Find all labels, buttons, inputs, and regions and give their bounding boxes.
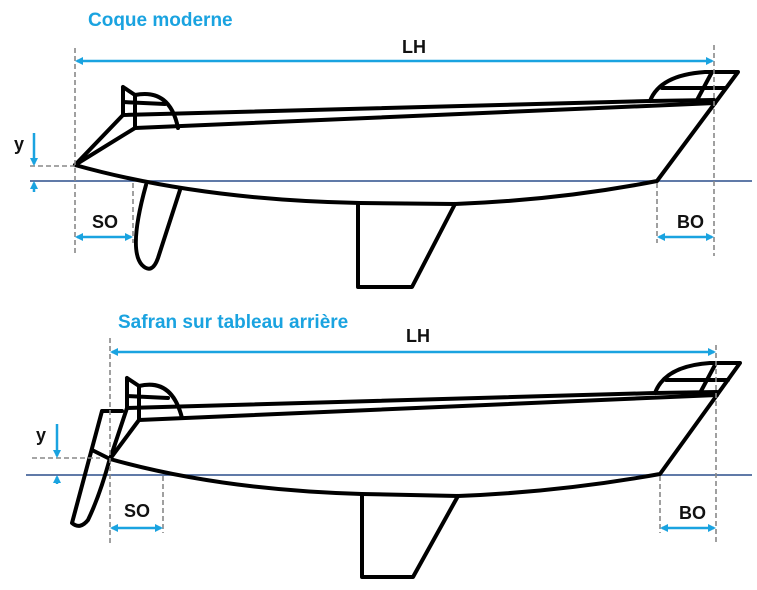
keel	[360, 492, 460, 579]
so-label: SO	[124, 501, 150, 521]
diagram-modern-hull: Coque moderne LH SO BO y	[14, 10, 752, 289]
diagram-transom-rudder: Safran sur tableau arrière LH SO BO y	[26, 312, 752, 579]
so-label: SO	[92, 212, 118, 232]
transom-rudder	[70, 409, 124, 528]
diagram-title: Coque moderne	[88, 10, 233, 31]
hull-outline	[73, 70, 740, 289]
diagram-title: Safran sur tableau arrière	[118, 312, 348, 333]
rudder	[133, 183, 182, 271]
keel	[356, 201, 457, 289]
bo-label: BO	[679, 503, 706, 523]
hull-outline	[70, 361, 742, 579]
y-label: y	[36, 425, 46, 445]
lh-label: LH	[406, 326, 430, 346]
bo-label: BO	[677, 212, 704, 232]
lh-label: LH	[402, 37, 426, 57]
y-label: y	[14, 134, 24, 154]
